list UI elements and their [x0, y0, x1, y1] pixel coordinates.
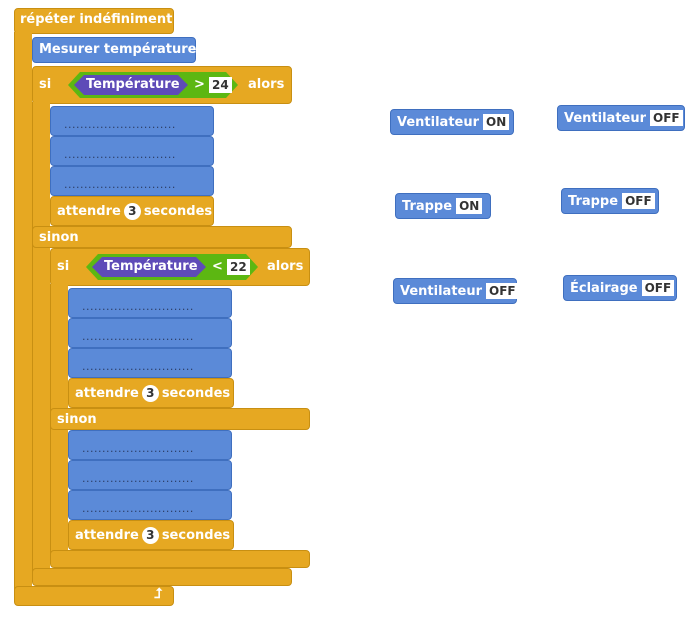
if2-slot-2[interactable] [68, 318, 232, 348]
if2-sensor-label: Température [104, 259, 198, 274]
if1-wait-label: attendre [57, 204, 121, 219]
if1-sensor-label: Température [86, 77, 180, 92]
forever-label: répéter indéfiniment [20, 12, 173, 27]
if1-slot-1[interactable] [50, 106, 214, 136]
if2-bottom [50, 550, 310, 568]
palette-label: Trappe [402, 199, 453, 214]
if1-wait-input[interactable]: 3 [123, 203, 141, 220]
palette-value[interactable]: OFF [641, 280, 675, 296]
if2-wait-unit: secondes [161, 386, 231, 401]
if2-sensor[interactable] [92, 257, 206, 277]
palette-value[interactable]: OFF [622, 193, 655, 209]
else2-slot-3[interactable] [68, 490, 232, 520]
forever-bottom [14, 586, 174, 606]
if1-value-input[interactable]: 24 [209, 77, 232, 93]
if2-slot-3[interactable] [68, 348, 232, 378]
if2-wait-label: attendre [75, 386, 139, 401]
if1-alors: alors [248, 77, 285, 92]
if1-wait-unit: secondes [143, 204, 213, 219]
if1-slot-2-dots: ............................ [64, 148, 176, 161]
if2-slot-3-dots: ............................ [82, 360, 194, 373]
if1-slot-2[interactable] [50, 136, 214, 166]
forever-arm [14, 32, 32, 590]
palette-label: Ventilateur [564, 111, 647, 126]
forever-block[interactable] [14, 8, 174, 34]
else1-label: sinon [39, 230, 79, 245]
if2-op: < [212, 259, 223, 274]
if1-slot-3-dots: ............................ [64, 178, 176, 191]
else1-bar [32, 226, 292, 248]
palette-value[interactable]: OFF [650, 110, 683, 126]
else2-slot-3-dots: ............................ [82, 502, 194, 515]
measure-label: Mesurer température [39, 42, 197, 57]
palette-value[interactable]: ON [456, 198, 483, 214]
palette-value[interactable]: OFF [486, 283, 519, 299]
if1-slot-3[interactable] [50, 166, 214, 196]
else2-bar [50, 408, 310, 430]
if1-si: si [39, 77, 52, 92]
else2-slot-2-dots: ............................ [82, 472, 194, 485]
if2-wait-input[interactable]: 3 [141, 385, 159, 402]
if2-alors: alors [267, 259, 304, 274]
else2-wait-input[interactable]: 3 [141, 527, 159, 544]
else2-slot-1-dots: ............................ [82, 442, 194, 455]
if2-slot-2-dots: ............................ [82, 330, 194, 343]
palette-label: Ventilateur [400, 284, 483, 299]
if1-op: > [194, 77, 205, 92]
else2-slot-2[interactable] [68, 460, 232, 490]
measure-block[interactable] [32, 37, 196, 63]
else2-slot-1[interactable] [68, 430, 232, 460]
if1-arm [32, 102, 50, 572]
palette-label: Trappe [568, 194, 619, 209]
else2-wait-unit: secondes [161, 528, 231, 543]
palette-label: Ventilateur [397, 115, 480, 130]
if2-value-input[interactable]: 22 [227, 259, 250, 275]
else2-label: sinon [57, 412, 97, 427]
if1-bottom [32, 568, 292, 586]
if1-slot-1-dots: ............................ [64, 118, 176, 131]
if2-si: si [57, 259, 70, 274]
if2-slot-1-dots: ............................ [82, 300, 194, 313]
if2-slot-1[interactable] [68, 288, 232, 318]
else2-wait-label: attendre [75, 528, 139, 543]
palette-value[interactable]: ON [483, 114, 510, 130]
palette-label: Éclairage [570, 281, 638, 296]
loop-arrow-icon: ⮥ [154, 586, 163, 602]
if1-sensor[interactable] [74, 75, 188, 95]
